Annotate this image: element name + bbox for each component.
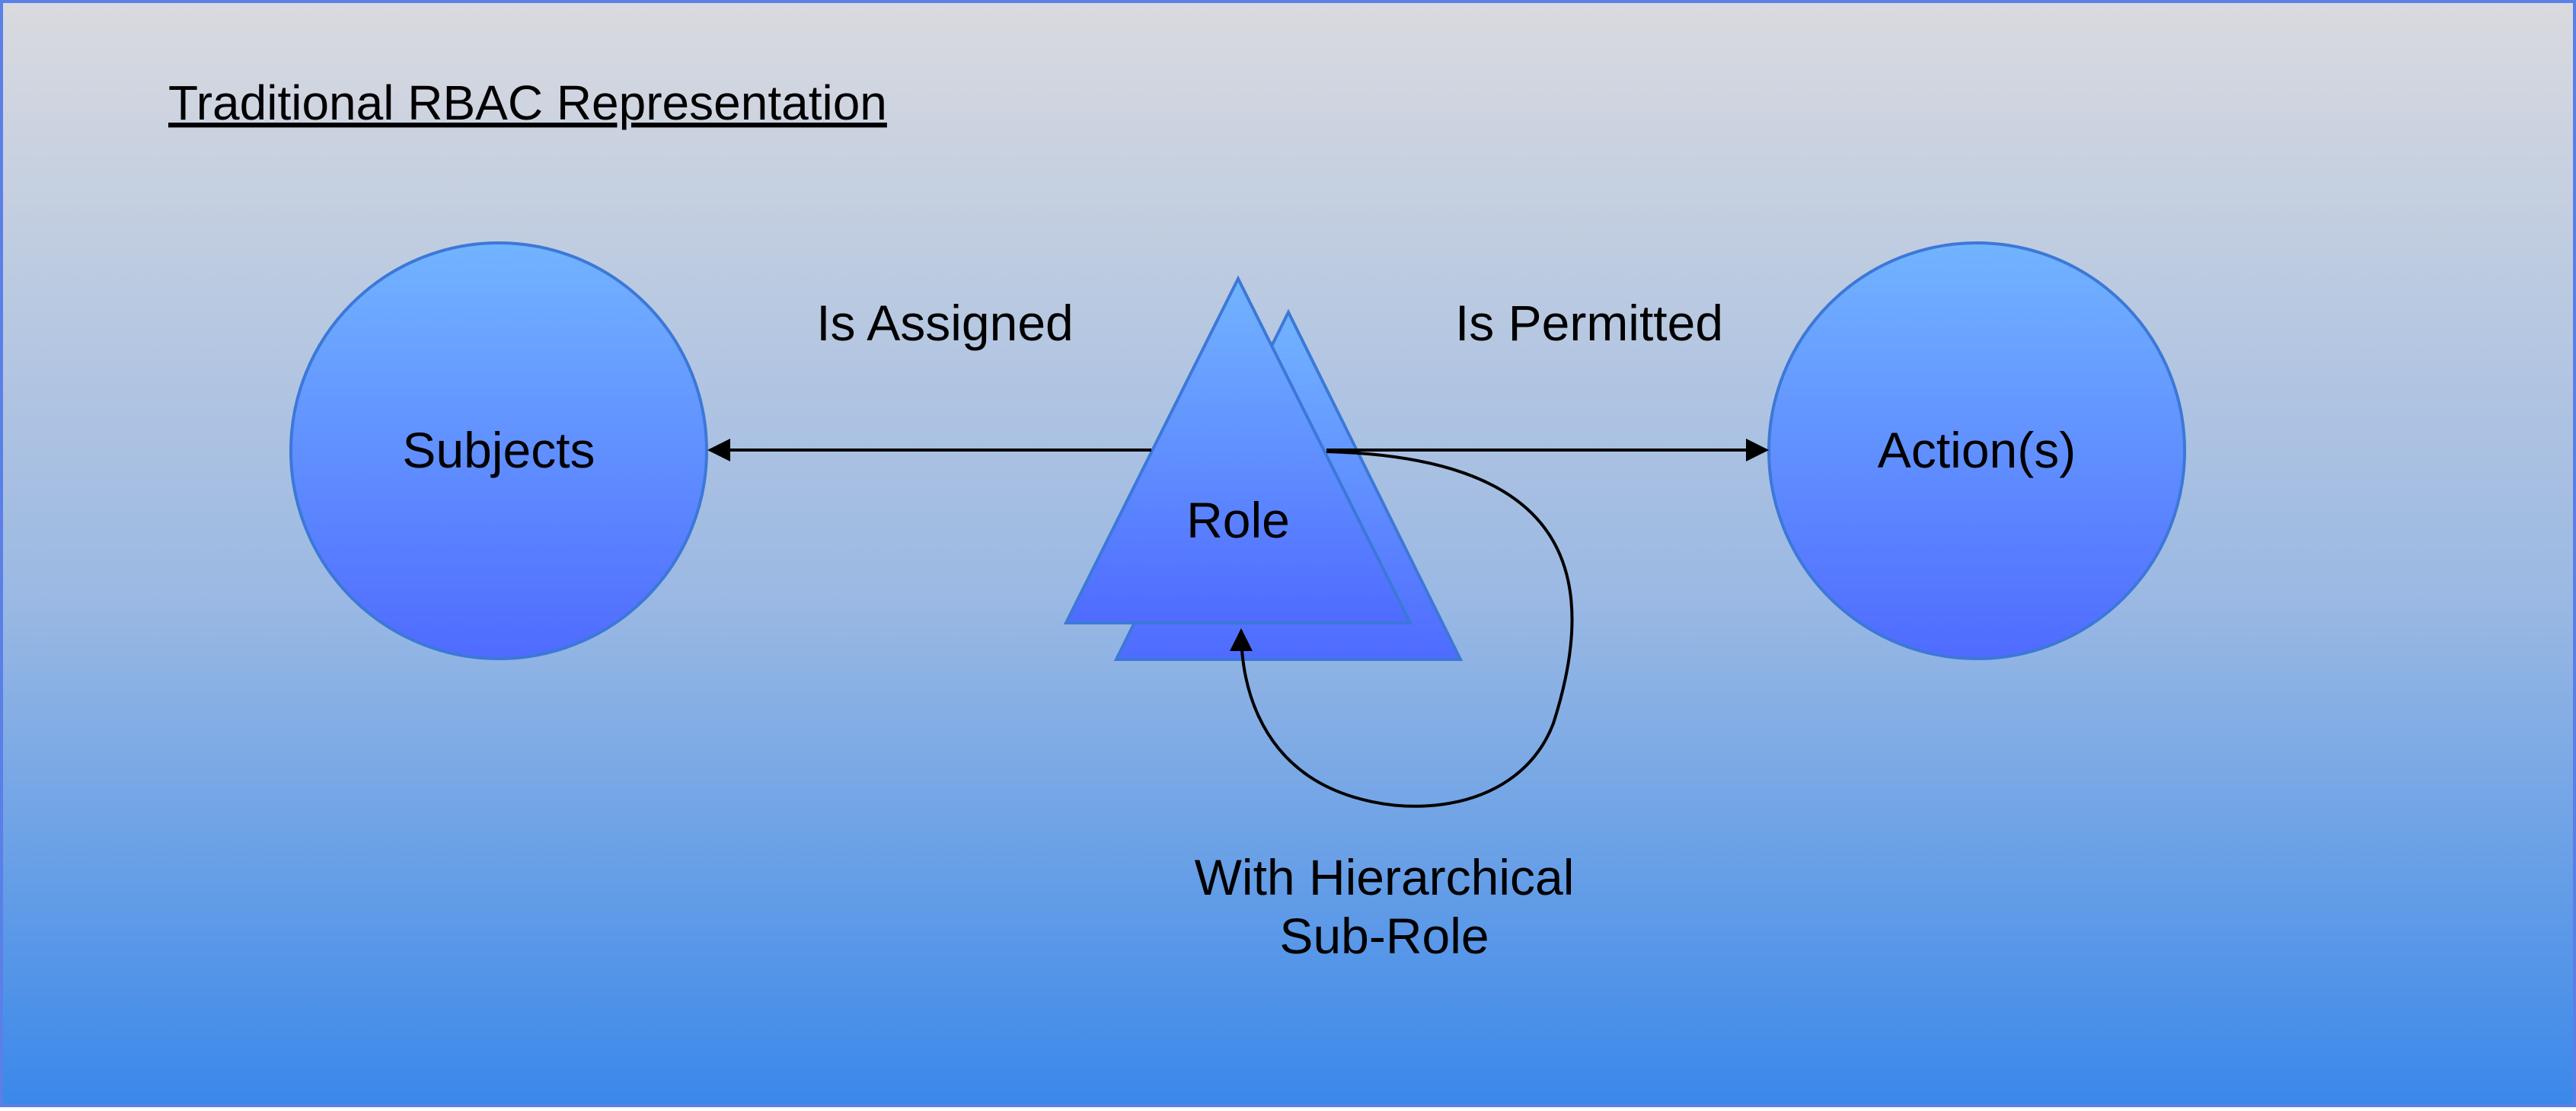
actions-node: Action(s) bbox=[1767, 241, 2186, 660]
permitted-edge: Is Permitted bbox=[1326, 295, 1769, 461]
hierarchy-label-line1: With Hierarchical bbox=[1195, 849, 1575, 905]
role-node: Role bbox=[1063, 275, 1464, 661]
actions-label: Action(s) bbox=[1878, 422, 2076, 478]
subjects-node: Subjects bbox=[289, 241, 708, 660]
subjects-circle bbox=[289, 241, 708, 660]
hierarchy-loop-arrow bbox=[1230, 450, 1574, 808]
actions-circle bbox=[1767, 241, 2186, 660]
permitted-label: Is Permitted bbox=[1455, 295, 1723, 351]
hierarchy-label-line2: Sub-Role bbox=[1279, 908, 1489, 964]
assigned-label: Is Assigned bbox=[816, 295, 1074, 351]
subjects-label: Subjects bbox=[402, 422, 595, 478]
role-triangle bbox=[1063, 275, 1413, 624]
hierarchy-edge: With Hierarchical Sub-Role bbox=[1195, 450, 1575, 964]
diagram-title: Traditional RBAC Representation bbox=[168, 75, 887, 130]
role-label: Role bbox=[1186, 492, 1290, 548]
assigned-edge: Is Assigned bbox=[707, 295, 1151, 461]
